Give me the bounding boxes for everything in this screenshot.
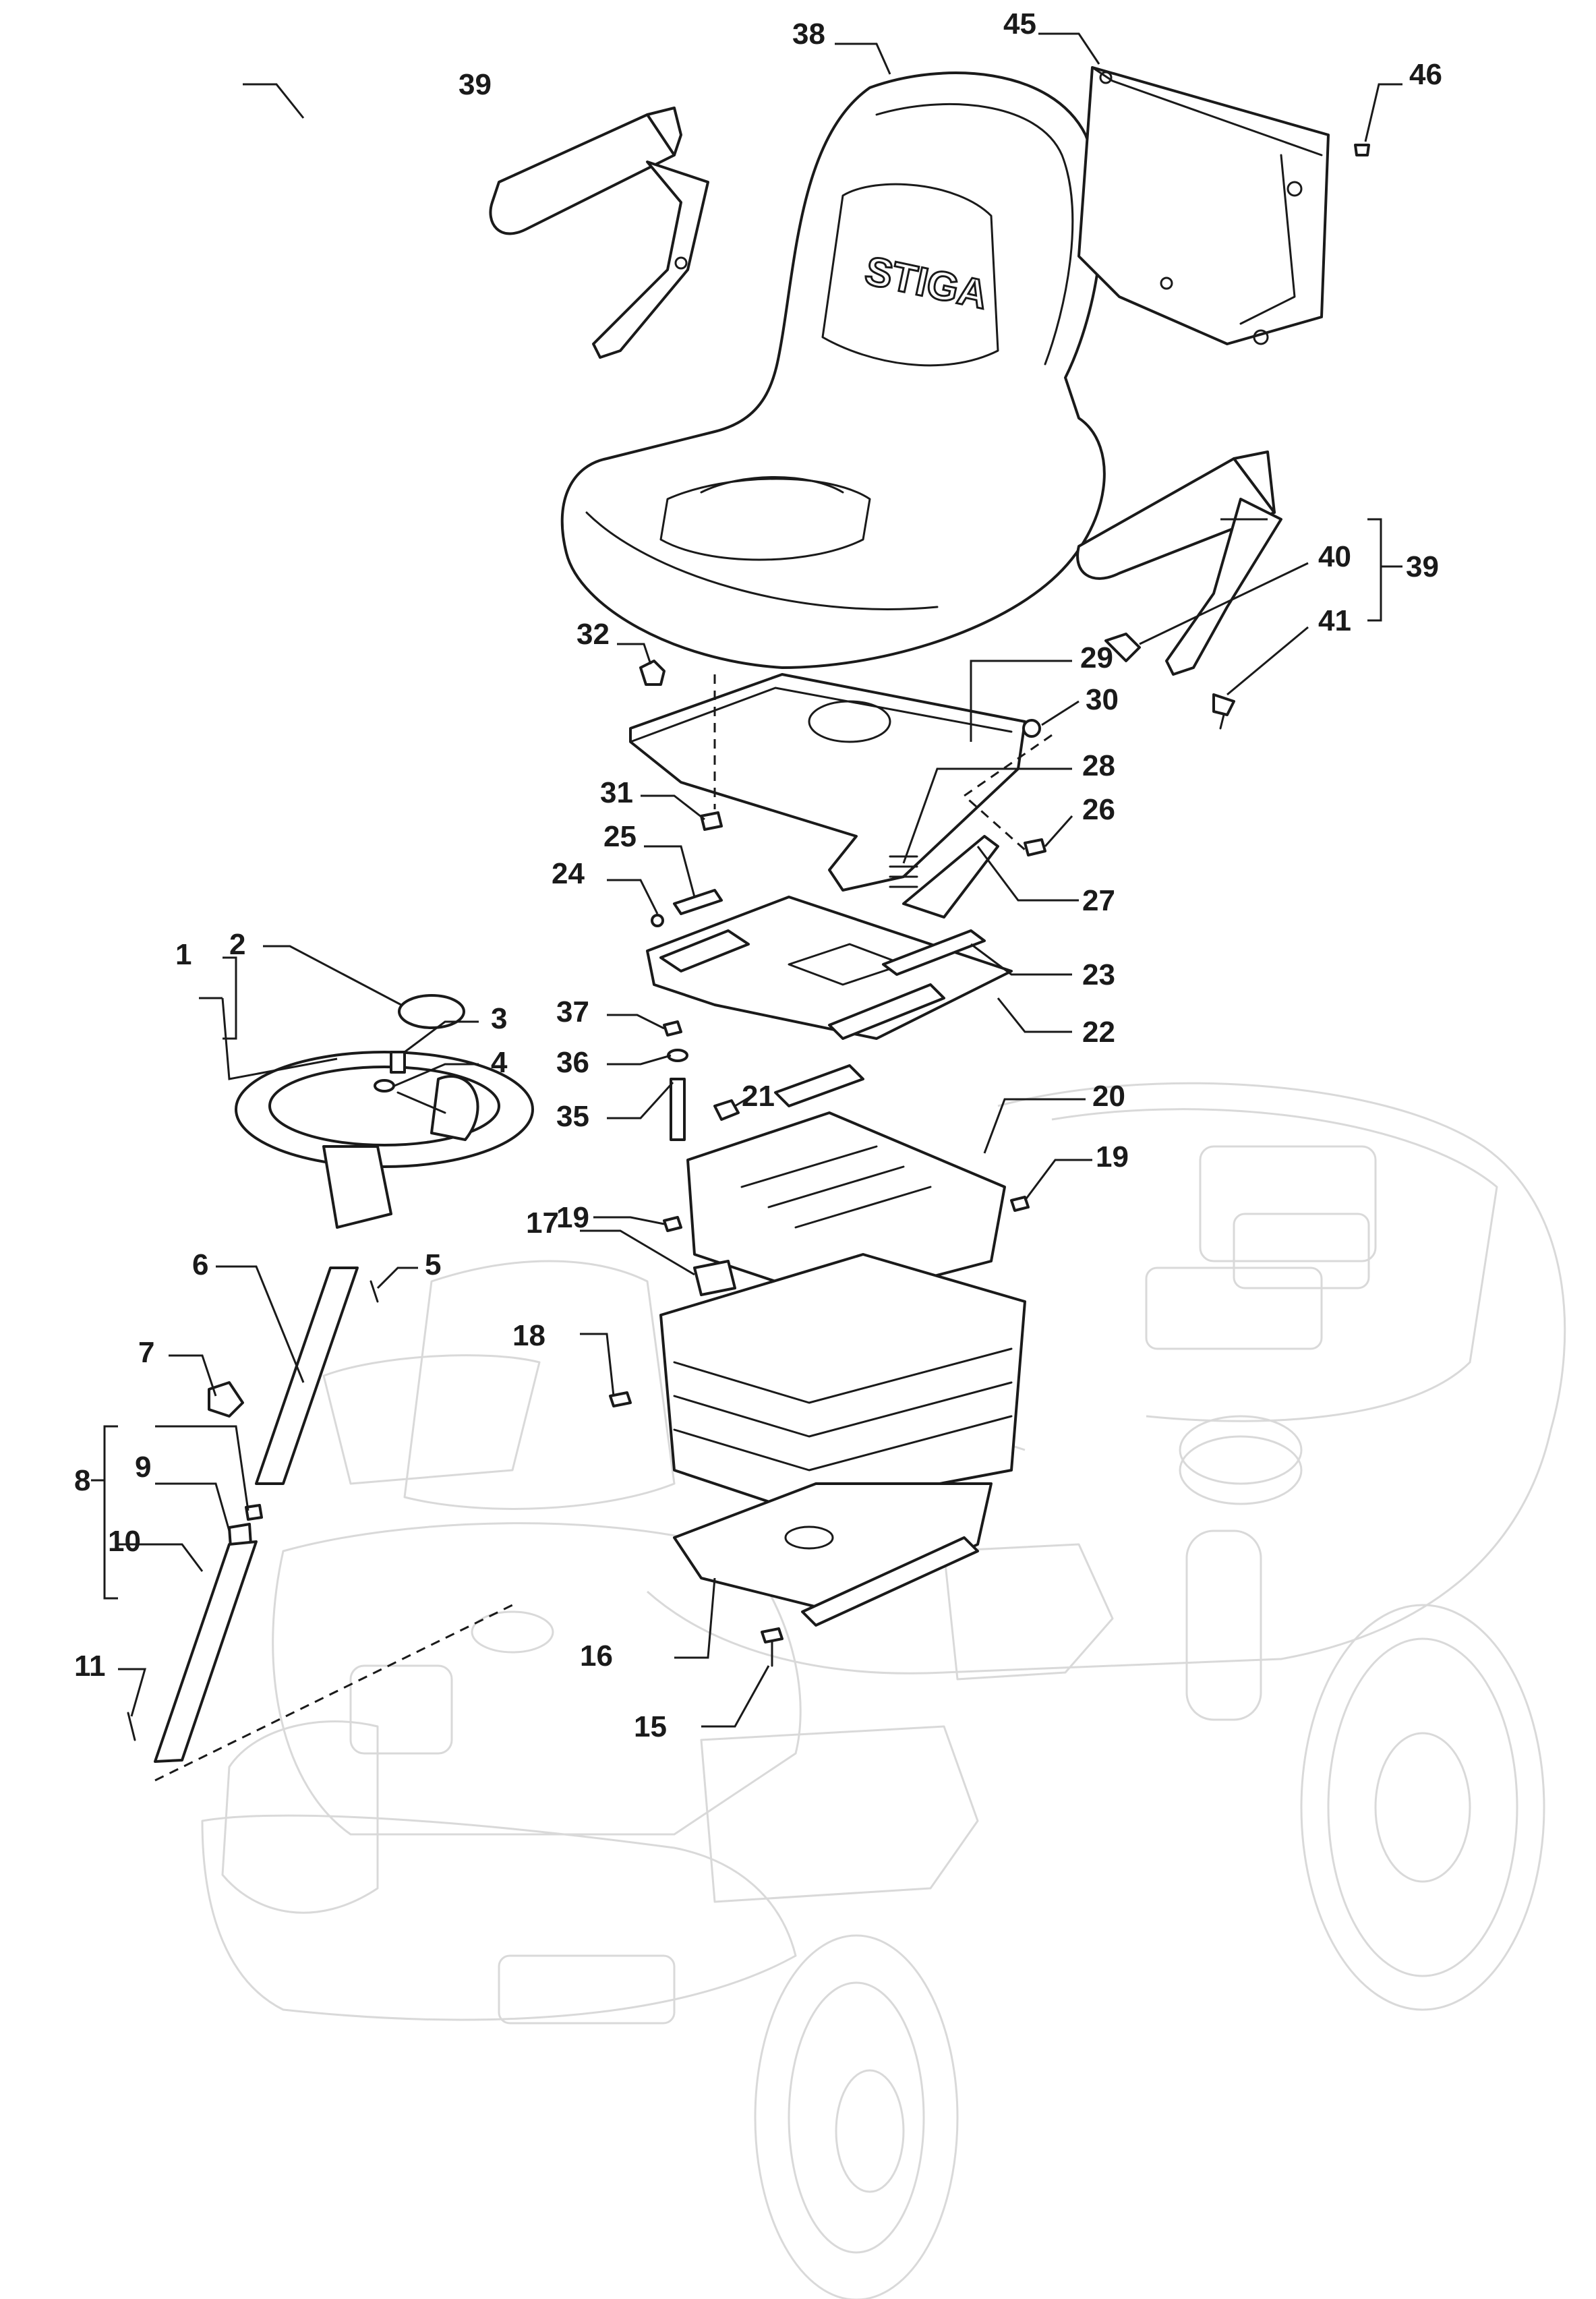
mount-bracket-part-16 bbox=[673, 1482, 993, 1627]
callout-23: 23 bbox=[1082, 958, 1115, 991]
callout-16: 16 bbox=[580, 1639, 613, 1672]
screw-part-18 bbox=[609, 1391, 632, 1407]
screw-part-46 bbox=[1354, 144, 1370, 156]
callout-41: 41 bbox=[1318, 604, 1351, 637]
callout-10: 10 bbox=[108, 1525, 141, 1558]
callout-20: 20 bbox=[1092, 1080, 1125, 1113]
callout-22: 22 bbox=[1082, 1016, 1115, 1049]
screw-part-41 bbox=[1212, 693, 1235, 730]
callout-19-right: 19 bbox=[1096, 1140, 1129, 1173]
callout-32: 32 bbox=[577, 618, 610, 651]
nut-part-30 bbox=[1022, 719, 1041, 738]
steering-wheel-part-1 bbox=[235, 1051, 534, 1229]
callout-7: 7 bbox=[138, 1336, 154, 1369]
callout-31: 31 bbox=[600, 776, 633, 809]
callout-28: 28 bbox=[1082, 749, 1115, 782]
bracket-part-40 bbox=[1104, 633, 1141, 662]
callout-9: 9 bbox=[135, 1451, 151, 1484]
suspension-top-part-20 bbox=[686, 1064, 1006, 1303]
armrest-left-part-39 bbox=[489, 107, 709, 359]
knob-part-17 bbox=[693, 1260, 736, 1296]
lever-part-27 bbox=[902, 835, 999, 919]
slide-rail-part-23 bbox=[828, 929, 986, 1040]
slide-plate-part-22 bbox=[646, 896, 1013, 1040]
screw-part-15 bbox=[761, 1627, 784, 1667]
callout-40: 40 bbox=[1318, 540, 1351, 573]
callout-2: 2 bbox=[229, 928, 245, 961]
slide-rail-part-24 bbox=[651, 914, 750, 972]
bolt-part-35 bbox=[670, 1078, 686, 1141]
callout-5: 5 bbox=[425, 1248, 441, 1281]
callout-18: 18 bbox=[512, 1319, 545, 1352]
backrest-part-45 bbox=[1077, 66, 1330, 345]
assembly-guides bbox=[154, 674, 1053, 1782]
callout-39-right: 39 bbox=[1406, 550, 1439, 583]
seat-plate-part-29 bbox=[629, 673, 1026, 892]
callout-46: 46 bbox=[1409, 58, 1442, 91]
screw-part-31 bbox=[700, 811, 723, 831]
callout-24: 24 bbox=[552, 857, 585, 890]
callout-1: 1 bbox=[175, 938, 191, 971]
column-part-6 bbox=[255, 1267, 359, 1485]
callout-19-left: 19 bbox=[556, 1201, 589, 1234]
cap-part-2 bbox=[398, 994, 465, 1029]
callouts: 39 38 45 46 39 40 41 32 29 30 31 28 26 2… bbox=[74, 7, 1442, 1743]
knob-part-7 bbox=[208, 1381, 244, 1418]
screw-part-26 bbox=[1024, 838, 1046, 856]
spring-part-28 bbox=[889, 855, 918, 888]
callout-3: 3 bbox=[491, 1002, 507, 1035]
screw-part-3 bbox=[390, 1051, 406, 1074]
callout-25: 25 bbox=[603, 820, 637, 853]
pin-part-5 bbox=[370, 1280, 379, 1303]
tractor-body-ghost bbox=[201, 1082, 1566, 2299]
nut-part-32 bbox=[639, 660, 666, 686]
callout-26: 26 bbox=[1082, 793, 1115, 826]
callout-36: 36 bbox=[556, 1046, 589, 1079]
screw-part-19-right bbox=[1010, 1196, 1030, 1212]
suspension-base-part-17 bbox=[659, 1253, 1026, 1512]
callout-29: 29 bbox=[1080, 641, 1113, 674]
callout-35: 35 bbox=[556, 1100, 589, 1133]
tube-part-8 bbox=[154, 1540, 258, 1763]
callout-45: 45 bbox=[1003, 7, 1036, 40]
callout-39-left: 39 bbox=[459, 68, 492, 101]
callout-30: 30 bbox=[1086, 683, 1119, 716]
callout-8: 8 bbox=[74, 1464, 90, 1497]
armrest-right-part-39 bbox=[1076, 450, 1282, 676]
pin-part-11 bbox=[127, 1712, 136, 1741]
callout-11: 11 bbox=[74, 1650, 106, 1683]
callout-21: 21 bbox=[742, 1080, 775, 1113]
screw-part-19-left bbox=[663, 1216, 682, 1232]
washer-part-4 bbox=[374, 1079, 395, 1093]
callout-17: 17 bbox=[526, 1206, 559, 1240]
washer-part-36 bbox=[667, 1049, 688, 1062]
nut-part-21 bbox=[713, 1099, 740, 1121]
callout-37: 37 bbox=[556, 995, 589, 1028]
bushing-part-9 bbox=[245, 1504, 263, 1521]
callout-4: 4 bbox=[491, 1046, 508, 1079]
callout-6: 6 bbox=[192, 1248, 208, 1281]
callout-38: 38 bbox=[792, 18, 825, 51]
leader-lines bbox=[91, 32, 1402, 1728]
bolt-part-37 bbox=[663, 1020, 682, 1037]
seat-part-38: STIGA bbox=[560, 71, 1106, 669]
callout-27: 27 bbox=[1082, 884, 1115, 917]
clip-part-25 bbox=[673, 889, 723, 915]
callout-15: 15 bbox=[634, 1710, 667, 1743]
